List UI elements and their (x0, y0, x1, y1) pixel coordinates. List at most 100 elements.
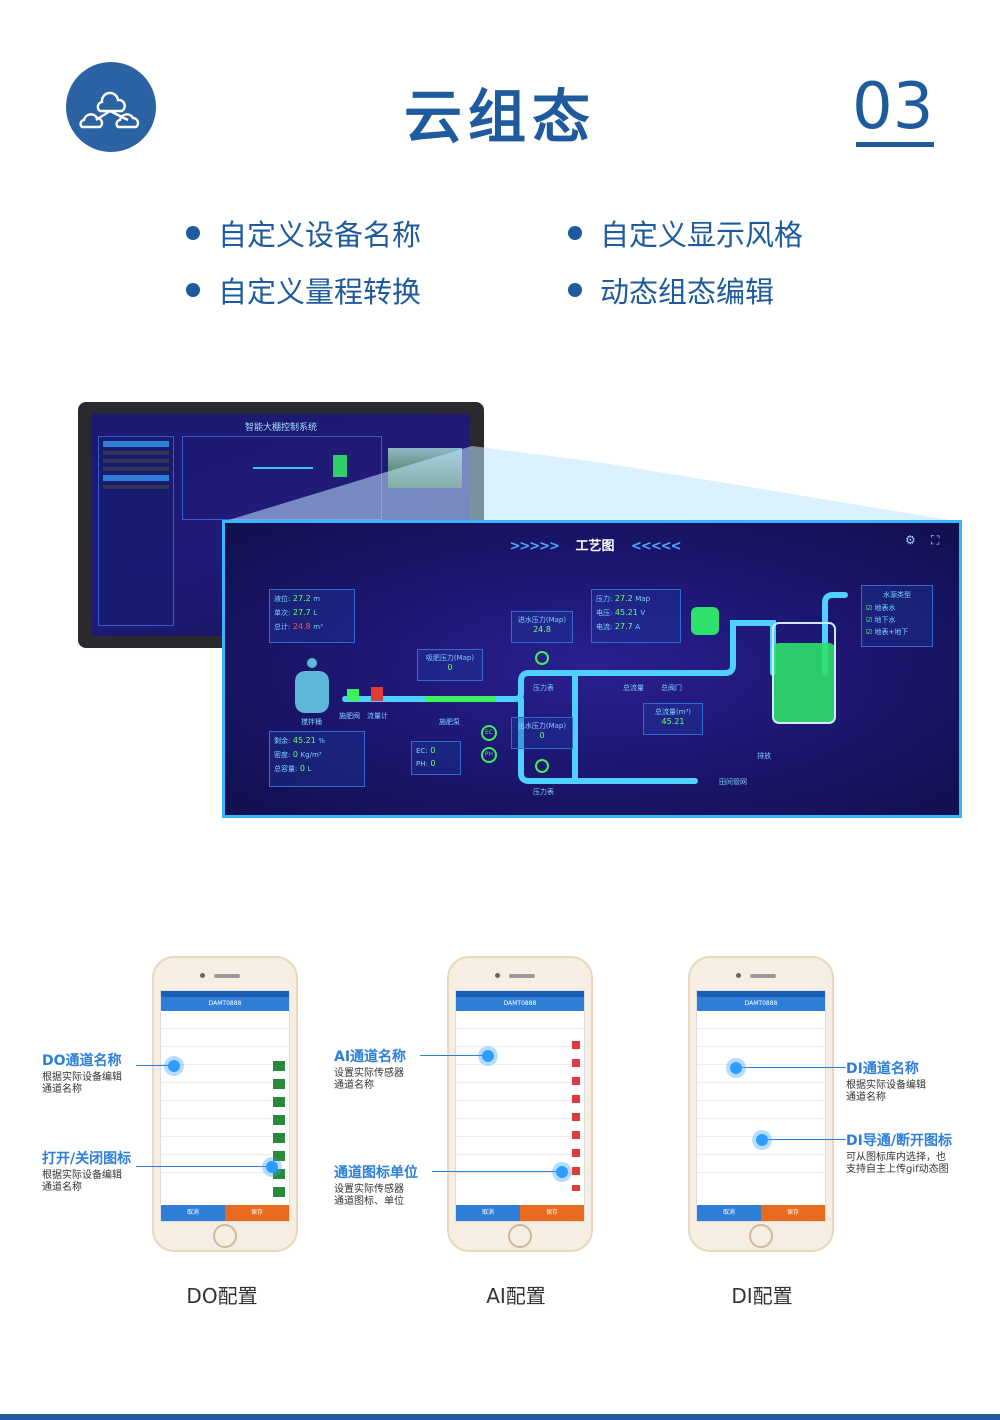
volume-unit: L (313, 609, 318, 617)
total-value: 24.8 (292, 622, 311, 631)
voltage-value: 45.21 (614, 608, 638, 617)
phone-speaker (750, 974, 776, 978)
status-bar (697, 991, 825, 997)
annotation-desc: 可从图标库内选择，也 支持自主上传gif动态图 (846, 1152, 949, 1175)
table-row (697, 1029, 825, 1047)
annotation-title: 通道图标单位 (334, 1165, 418, 1181)
annotation-line (420, 1055, 486, 1056)
save-button[interactable]: 保存 (761, 1205, 825, 1221)
phone-camera (736, 973, 741, 978)
pressure-gauge-icon (535, 651, 549, 665)
status-bar (161, 991, 289, 997)
capacity-value: 0 (299, 764, 305, 773)
water-source-option[interactable]: ☑ 地下水 (866, 615, 928, 625)
feature-item: 自定义设备名称 (186, 212, 421, 254)
outlet-pressure-box: 出水压力(Map) 0 (511, 717, 573, 749)
main-valve-label: 总阀门 (661, 684, 682, 692)
water-source-option[interactable]: ☑ 地表+地下 (866, 627, 928, 637)
phone-caption: DO配置 (186, 1284, 258, 1308)
monitor-sidebar (98, 436, 174, 626)
total-label: 总计: (274, 623, 291, 631)
annotation-marker (168, 1060, 180, 1072)
table-row (456, 1101, 584, 1119)
save-button[interactable]: 保存 (225, 1205, 289, 1221)
bullet-icon (568, 283, 582, 297)
cancel-button[interactable]: 取消 (697, 1205, 761, 1221)
water-source-title: 水源类型 (883, 591, 911, 599)
feature-label: 动态组态编辑 (600, 275, 775, 309)
app-header: DAMT0888 (697, 997, 825, 1011)
annotation-line (136, 1166, 270, 1167)
phone-screen: DAMT0888 取消保存 (696, 990, 826, 1222)
annotation-title: 打开/关闭图标 (42, 1151, 132, 1167)
cloud-logo (66, 62, 156, 152)
water-source-option-label: 地表+地下 (874, 628, 909, 636)
section-number: 03 (852, 70, 934, 144)
chevrons-left-icon: <<<<< (631, 539, 681, 554)
level-value: 27.2 (292, 594, 311, 603)
field-network-label: 田间管网 (719, 778, 747, 786)
phone-speaker (214, 974, 240, 978)
ph-value: 0 (430, 759, 436, 768)
mixer-label: 搅拌桶 (301, 718, 322, 726)
phone-speaker (509, 974, 535, 978)
settings-icon[interactable]: ⚙ (905, 533, 916, 547)
toggle-icons (273, 1061, 285, 1201)
capacity-label: 总容量: (274, 765, 298, 773)
water-source-option[interactable]: ☑ 地表水 (866, 603, 928, 613)
current-value: 27.7 (614, 622, 633, 631)
save-button[interactable]: 保存 (520, 1205, 584, 1221)
phone-caption: AI配置 (486, 1284, 546, 1308)
total-flow-value: 45.21 (661, 717, 685, 726)
fullscreen-icon[interactable]: ⛶ (931, 533, 940, 547)
fertilizer-info-box: 剩余: 45.21 % 密度: 0 Kg/m³ 总容量: 0 L (269, 731, 365, 787)
annotation-marker (556, 1166, 568, 1178)
phone-di: DAMT0888 取消保存 (688, 956, 834, 1252)
feature-label: 自定义显示风格 (600, 218, 804, 252)
table-row (161, 1011, 289, 1029)
phone-screen: DAMT0888 取消保存 (160, 990, 290, 1222)
table-row (456, 1137, 584, 1155)
feature-item: 自定义量程转换 (186, 269, 421, 311)
table-row (456, 1047, 584, 1065)
bullet-icon (186, 283, 200, 297)
table-row (697, 1011, 825, 1029)
pressure-unit: Map (635, 595, 651, 603)
density-unit: Kg/m³ (300, 751, 322, 759)
annotation-desc: 设置实际传感器 通道名称 (334, 1068, 404, 1091)
water-source-option-label: 地表水 (874, 604, 896, 612)
table-row (161, 1137, 289, 1155)
ec-ph-box: EC: 0 PH: 0 (411, 741, 461, 775)
total-flow-box: 总流量(m³) 45.21 (643, 703, 703, 735)
annotation-title: DI通道名称 (846, 1061, 919, 1077)
phone-camera (495, 973, 500, 978)
cancel-button[interactable]: 取消 (456, 1205, 520, 1221)
feature-item: 动态组态编辑 (568, 269, 774, 311)
total-flow-label: 总流量(m³) (654, 708, 692, 716)
pressure-gauge-label: 压力表 (533, 788, 554, 796)
annotation-marker (266, 1161, 278, 1173)
density-label: 密度: (274, 751, 291, 759)
phone-caption: DI配置 (731, 1284, 793, 1308)
flowmeter-icon (371, 687, 383, 701)
annotation-title: DI导通/断开图标 (846, 1133, 952, 1149)
volume-label: 单次: (274, 609, 291, 617)
table-row (161, 1119, 289, 1137)
home-button (213, 1224, 237, 1248)
app-header: DAMT0888 (161, 997, 289, 1011)
voltage-unit: V (640, 609, 646, 617)
bullet-icon (186, 226, 200, 240)
ec-sensor-icon: EC (481, 725, 497, 741)
table-row (161, 1083, 289, 1101)
pressure-label: 压力: (596, 595, 613, 603)
current-unit: A (635, 623, 641, 631)
table-row (456, 1065, 584, 1083)
page-title: 云组态 (403, 83, 596, 151)
drain-label: 排放 (757, 752, 771, 760)
chevrons-right-icon: >>>>> (509, 539, 559, 554)
feature-item: 自定义显示风格 (568, 212, 803, 254)
fert-pump-label: 施肥泵 (439, 718, 460, 726)
cancel-button[interactable]: 取消 (161, 1205, 225, 1221)
annotation-line (762, 1139, 846, 1140)
pressure-gauge-icon (535, 759, 549, 773)
